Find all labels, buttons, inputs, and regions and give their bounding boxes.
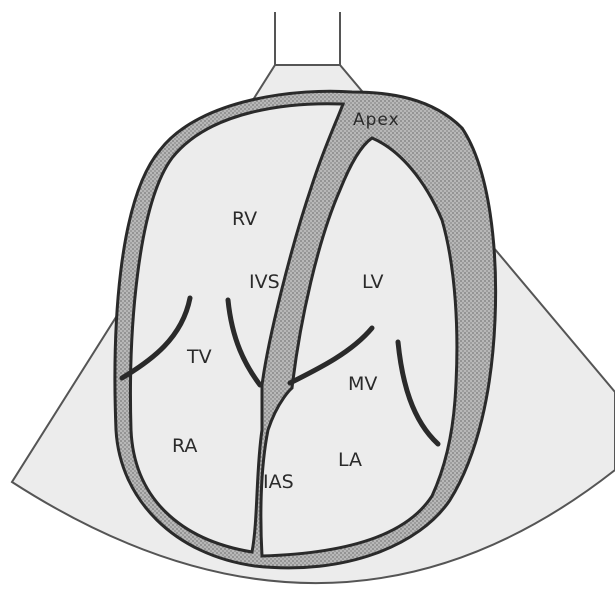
apex-label: Apex [353, 110, 400, 130]
transducer-probe [275, 12, 340, 65]
ias-label: IAS [263, 471, 294, 493]
ivs-label: IVS [249, 271, 280, 293]
mv-label: MV [348, 373, 377, 395]
tv-label: TV [186, 346, 212, 368]
ra-label: RA [172, 435, 197, 457]
la-label: LA [338, 449, 362, 471]
lv-label: LV [362, 271, 384, 293]
rv-label: RV [232, 208, 257, 230]
